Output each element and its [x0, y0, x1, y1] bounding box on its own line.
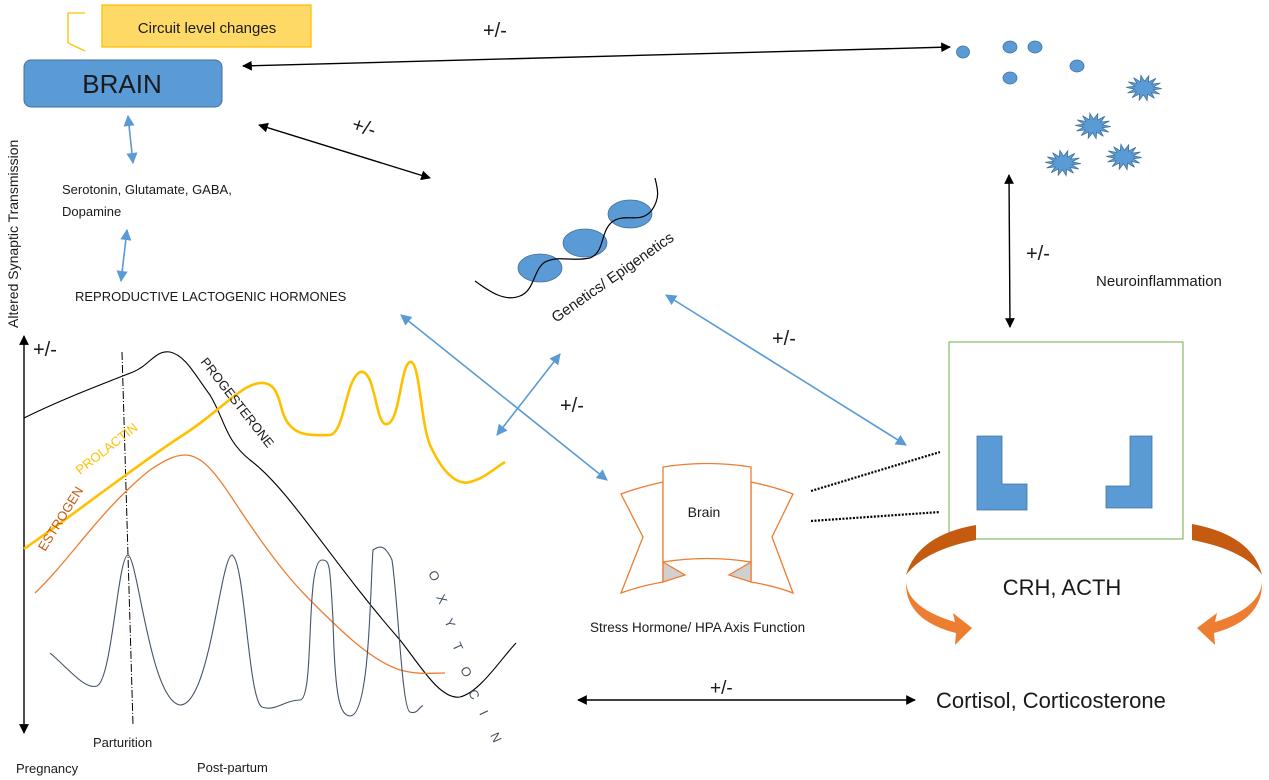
scroll-center [662, 462, 752, 563]
relation-label-brain-genetics: +/- [349, 114, 379, 142]
chart-axis-label: +/- [33, 339, 57, 361]
estrogen-curve [34, 454, 446, 675]
neuroinflammation-adrenal-arrow [1004, 174, 1015, 328]
relation-label-neuroinflammation: +/- [1026, 243, 1050, 265]
hpa-brain-node [619, 462, 795, 595]
genetics-adrenal-arrow [665, 294, 907, 446]
adrenal-gland-left [976, 435, 1028, 511]
microglia-cell [1002, 40, 1018, 54]
dna-strand [474, 177, 659, 299]
feedback-arrows [905, 524, 1263, 645]
activated-microglia [1106, 143, 1142, 171]
oxytocin-letter: O [425, 568, 443, 584]
parturition-line [121, 351, 134, 726]
scroll-left-wing [619, 481, 664, 595]
nucleosome [607, 199, 653, 229]
curved-arrow-left-top [906, 525, 976, 575]
activated-microglia [1045, 149, 1081, 177]
relation-label-genetics-adrenal: +/- [772, 328, 796, 350]
brain-genetics-arrow [258, 122, 431, 181]
progesterone-label: PROGESTERONE [198, 355, 278, 451]
nt-reproductive-arrow [116, 228, 132, 283]
crh-acth-label: CRH, ACTH [1003, 575, 1122, 600]
relation-label-genetics-hpa: +/- [560, 395, 584, 417]
adrenal-gland-right [1105, 435, 1153, 509]
phase-parturition: Parturition [93, 735, 152, 750]
activated-microglia [1126, 74, 1162, 102]
scroll-fold-left [662, 560, 687, 583]
dotted-connector [810, 450, 941, 493]
oxytocin-letter: Y [441, 616, 458, 630]
microglia-cell [956, 45, 970, 59]
nucleosome [562, 228, 608, 258]
oxytocin-letter: C [465, 687, 483, 702]
microglia-cell [1027, 40, 1043, 54]
oxytocin-letter: O [457, 664, 475, 680]
hpa-brain-label: Brain [688, 504, 721, 520]
neurotransmitters-line1: Serotonin, Glutamate, GABA, [62, 182, 232, 197]
brain-nt-arrow [123, 114, 138, 165]
microglia-cell [1002, 71, 1018, 85]
brain-box [23, 59, 223, 108]
scroll-right-wing [750, 481, 795, 595]
progesterone-curve [23, 351, 517, 698]
neuroinflammation-cells [956, 40, 1162, 177]
hpa-caption: Stress Hormone/ HPA Axis Function [590, 620, 805, 635]
phase-postpartum: Post-partum [197, 760, 268, 775]
activated-microglia [1075, 112, 1111, 140]
prolactin-curve [23, 360, 506, 551]
circuit-level-node: Circuit level changes [67, 4, 312, 52]
relation-label-cortisol: +/- [710, 678, 733, 699]
microglia-cell [1069, 59, 1085, 73]
hormone-chart: +/- PROGESTERONE PROLACTIN ESTROGEN OXYT… [16, 335, 517, 776]
phase-pregnancy: Pregnancy [16, 761, 79, 776]
circuit-label: Circuit level changes [138, 20, 276, 37]
circuit-box [101, 4, 312, 48]
brain-node: BRAIN [23, 59, 223, 108]
scroll-fold-right [727, 560, 752, 583]
chart-genetics-arrow [496, 353, 561, 436]
bracket-shape [67, 12, 86, 52]
cortisol-label: Cortisol, Corticosterone [936, 688, 1166, 713]
oxytocin-letter: I [476, 708, 491, 718]
brain-label: BRAIN [82, 69, 161, 99]
neurotransmitters-line2: Dopamine [62, 204, 121, 219]
estrogen-label: ESTROGEN [35, 484, 86, 554]
dotted-connector [810, 510, 941, 523]
oxytocin-letter: N [487, 730, 505, 745]
relation-label-top: +/- [483, 20, 507, 42]
prolactin-label: PROLACTIN [73, 420, 141, 478]
genetics-node: Genetics/ Epigenetics [474, 177, 677, 326]
reproductive-label: REPRODUCTIVE LACTOGENIC HORMONES [75, 289, 347, 304]
curved-arrow-right-top [1192, 524, 1262, 575]
oxytocin-letter: X [433, 592, 450, 606]
synaptic-transmission-label: Altered Synaptic Transmission [5, 140, 21, 328]
curved-arrow-right-bottom [1197, 582, 1263, 645]
brain-neuroinflammation-arrow [242, 42, 951, 71]
adrenal-node [948, 341, 1184, 540]
neuroinflammation-label: Neuroinflammation [1096, 273, 1222, 290]
oxytocin-curve [49, 546, 424, 717]
oxytocin-letter: T [449, 640, 466, 654]
curved-arrow-left-bottom [905, 582, 972, 645]
